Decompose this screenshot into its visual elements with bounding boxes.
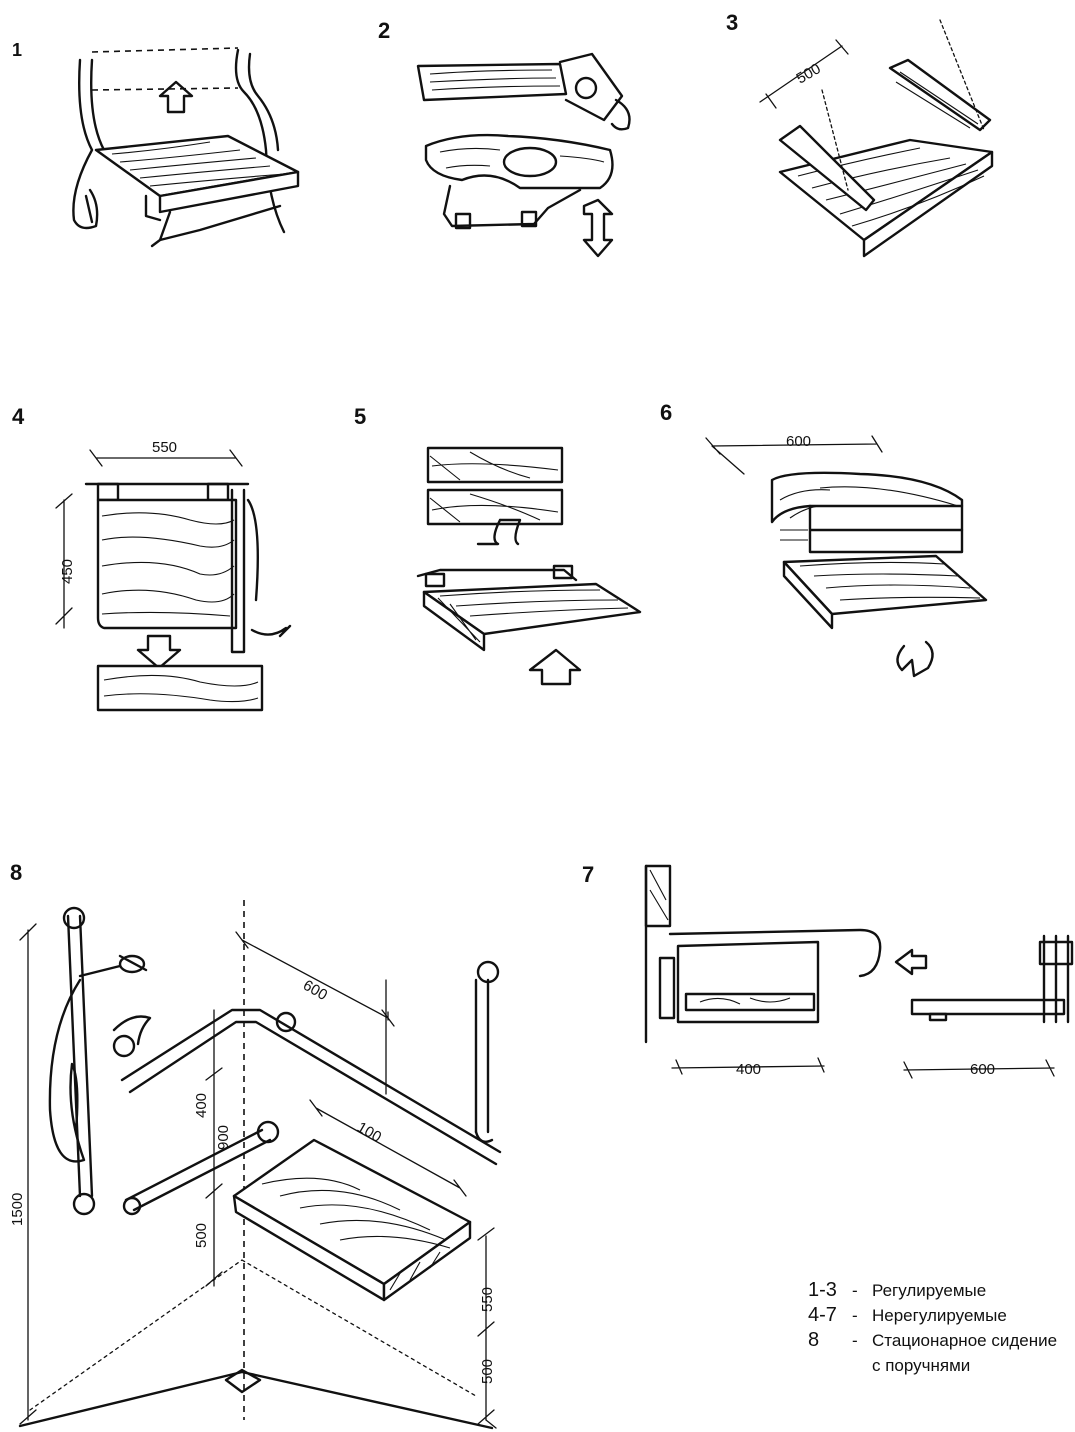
legend: 1-3 - Регулируемые 4-7 - Нерегулируемые … <box>808 1278 1070 1378</box>
fig6-width-label: 600 <box>786 433 811 450</box>
figure-2-drawing <box>416 52 631 258</box>
fig8-rail-spacing-label: 400 <box>193 1093 210 1118</box>
figure-label-3: 3 <box>726 10 738 35</box>
legend-text: Стационарное сидение с поручнями <box>872 1331 1058 1375</box>
legend-separator: - <box>852 1306 858 1325</box>
legend-row-adjustable: 1-3 - Регулируемые <box>808 1278 1070 1303</box>
legend-text: Регулируемые <box>872 1281 987 1300</box>
legend-range: 8 <box>808 1329 820 1351</box>
fig3-width-label: 500 <box>794 60 824 87</box>
fig7-right-width-label: 600 <box>970 1061 995 1078</box>
figure-label-7: 7 <box>582 862 594 887</box>
figure-8-drawing <box>18 900 502 1430</box>
figure-label-5: 5 <box>354 404 366 429</box>
fig4-height-label: 450 <box>59 559 76 584</box>
figure-label-2: 2 <box>378 18 390 43</box>
fig8-rail-height-label: 900 <box>215 1125 232 1150</box>
legend-range: 1-3 <box>808 1279 837 1301</box>
legend-row-stationary: 8 - Стационарное сидение с поручнями <box>808 1328 1070 1378</box>
figure-label-8: 8 <box>10 860 22 885</box>
legend-text: Нерегулируемые <box>872 1306 1007 1325</box>
figure-1-drawing <box>72 47 300 248</box>
figure-3-drawing <box>759 19 994 258</box>
legend-range: 4-7 <box>808 1304 837 1326</box>
figure-4-drawing <box>55 449 292 712</box>
fig8-top-label: 600 <box>300 977 330 1004</box>
fig4-width-label: 550 <box>152 439 177 456</box>
figure-label-1: 1 <box>12 40 22 60</box>
figure-label-4: 4 <box>12 404 25 429</box>
fig7-left-width-label: 400 <box>736 1061 761 1078</box>
fig8-floor-offset-label: 500 <box>479 1359 496 1384</box>
figure-7-drawing <box>644 864 1074 1079</box>
legend-row-fixed: 4-7 - Нерегулируемые <box>808 1303 1070 1328</box>
figure-5-drawing <box>416 446 642 686</box>
fig8-seat-height-label: 550 <box>479 1287 496 1312</box>
figure-6-drawing <box>705 435 988 678</box>
legend-separator: - <box>852 1281 858 1300</box>
legend-separator: - <box>852 1331 858 1350</box>
figure-label-6: 6 <box>660 400 672 425</box>
fig8-seat-depth-label: 100 <box>354 1119 384 1146</box>
fig8-lower-label: 500 <box>193 1223 210 1248</box>
fig8-total-height-label: 1500 <box>9 1193 26 1226</box>
